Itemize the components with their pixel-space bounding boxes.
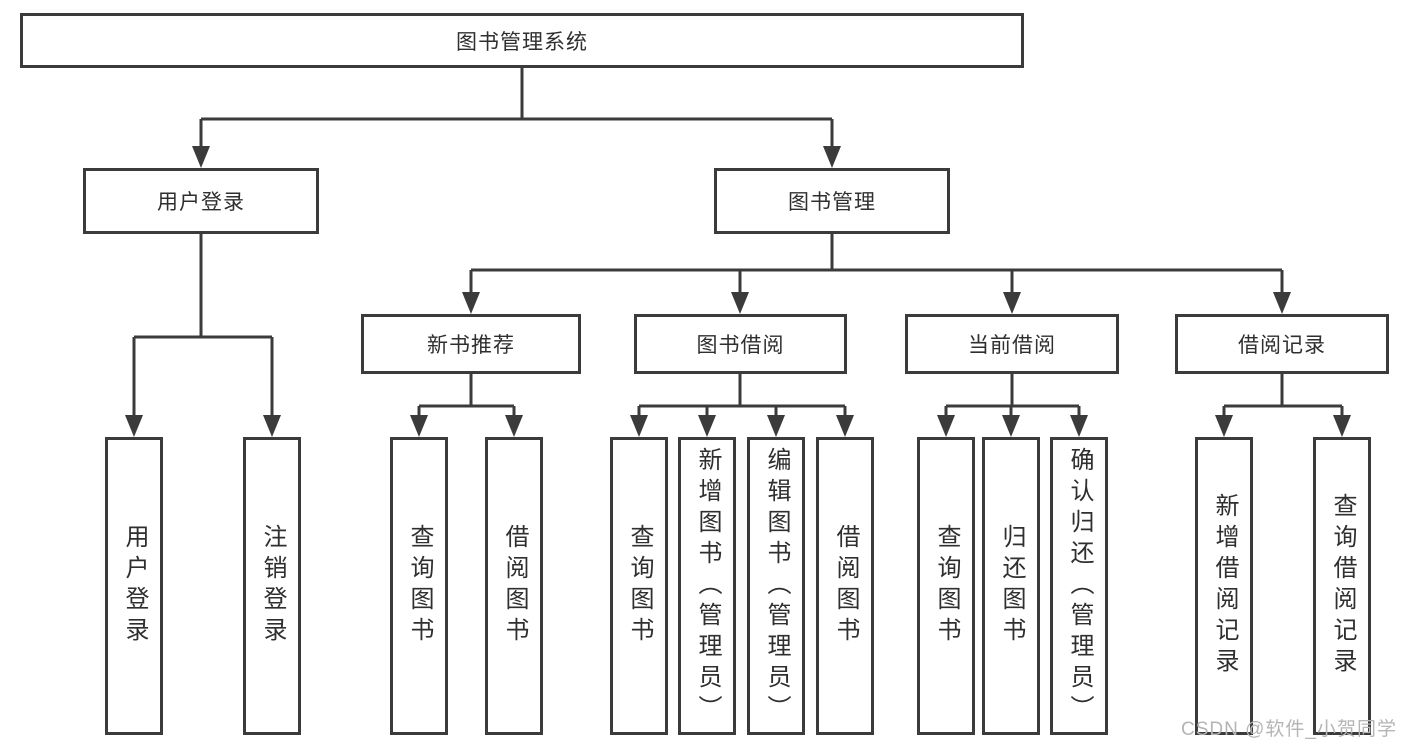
node-label: 归还图书 bbox=[998, 524, 1025, 648]
node-label: 查询图书 bbox=[626, 524, 653, 648]
node-label: 图书管理 bbox=[788, 191, 876, 214]
node-edit-books-admin: 编辑图书（管理员） bbox=[747, 437, 805, 735]
watermark: CSDN @软件_小贺同学 bbox=[1181, 719, 1397, 740]
node-label: 新书推荐 bbox=[427, 334, 515, 357]
node-add-borrow-record: 新增借阅记录 bbox=[1195, 437, 1253, 735]
node-label: 用户登录 bbox=[157, 191, 245, 214]
node-new-book-recommendation: 新书推荐 bbox=[361, 314, 581, 374]
node-label: 注销登录 bbox=[259, 524, 286, 648]
node-label: 借阅记录 bbox=[1238, 334, 1326, 357]
node-borrow-books-borrowing: 借阅图书 bbox=[816, 437, 874, 735]
node-book-management: 图书管理 bbox=[714, 168, 950, 234]
node-label: 图书管理系统 bbox=[456, 30, 588, 54]
node-book-borrowing: 图书借阅 bbox=[634, 314, 847, 374]
node-query-books-recommend: 查询图书 bbox=[390, 437, 448, 735]
node-current-borrowing: 当前借阅 bbox=[905, 314, 1119, 374]
node-query-books-current: 查询图书 bbox=[917, 437, 975, 735]
node-query-books-borrowing: 查询图书 bbox=[610, 437, 668, 735]
node-label: 当前借阅 bbox=[968, 334, 1056, 357]
arrowheads bbox=[125, 146, 1351, 437]
node-borrowing-records: 借阅记录 bbox=[1175, 314, 1389, 374]
node-label: 用户登录 bbox=[121, 524, 148, 648]
node-label: 新增借阅记录 bbox=[1211, 493, 1238, 679]
node-label: 编辑图书（管理员） bbox=[763, 446, 790, 726]
node-return-books: 归还图书 bbox=[982, 437, 1040, 735]
node-query-borrow-record: 查询借阅记录 bbox=[1313, 437, 1371, 735]
node-user-login-action: 用户登录 bbox=[105, 437, 163, 735]
node-borrow-books-recommend: 借阅图书 bbox=[485, 437, 543, 735]
node-user-login: 用户登录 bbox=[83, 168, 319, 234]
node-label: 查询图书 bbox=[933, 524, 960, 648]
node-label: 查询图书 bbox=[406, 524, 433, 648]
node-logout-action: 注销登录 bbox=[243, 437, 301, 735]
node-library-management-system: 图书管理系统 bbox=[20, 13, 1024, 68]
node-label: 查询借阅记录 bbox=[1329, 493, 1356, 679]
node-add-books-admin: 新增图书（管理员） bbox=[678, 437, 736, 735]
node-label: 新增图书（管理员） bbox=[694, 446, 721, 726]
node-label: 借阅图书 bbox=[832, 524, 859, 648]
node-label: 借阅图书 bbox=[501, 524, 528, 648]
node-label: 图书借阅 bbox=[696, 334, 785, 357]
node-confirm-return-admin: 确认归还（管理员） bbox=[1050, 437, 1108, 735]
node-label: 确认归还（管理员） bbox=[1066, 446, 1093, 726]
